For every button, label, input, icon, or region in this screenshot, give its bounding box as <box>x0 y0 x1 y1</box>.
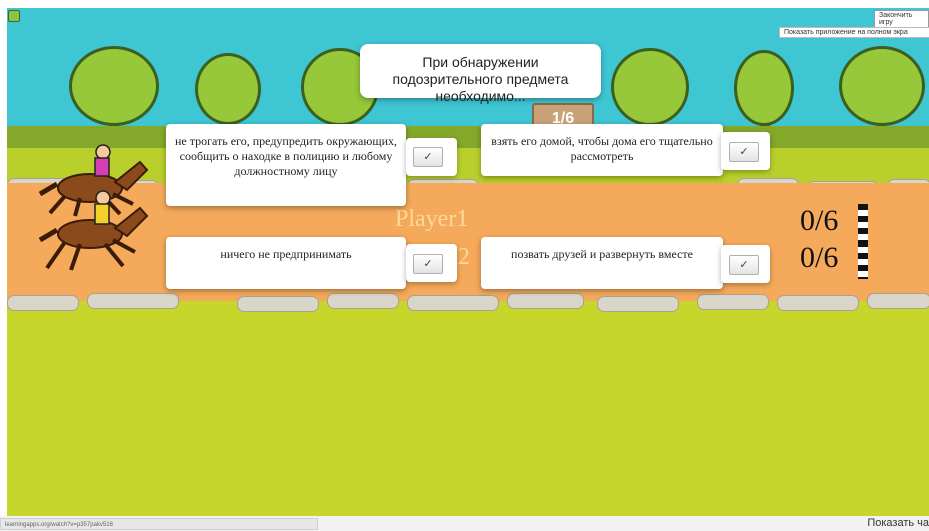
answer-card[interactable]: взять его домой, чтобы дома его тщательн… <box>481 124 723 176</box>
app-icon <box>8 10 20 22</box>
horse-rider-icon <box>38 144 149 217</box>
answer-card[interactable]: позвать друзей и развернуть вместе <box>481 237 723 289</box>
status-url: learningapps.org/watch?v=p357pakv516 <box>0 518 318 530</box>
finish-flag-icon <box>858 241 868 279</box>
stone-row-bottom <box>7 291 929 313</box>
answer-card[interactable]: ничего не предпринимать <box>166 237 406 289</box>
answer-check-button[interactable]: ✓ <box>413 254 443 274</box>
question-card: При обнаружении подозрительного предмета… <box>360 44 601 104</box>
end-game-button[interactable]: Закончить игру <box>874 10 929 28</box>
answer-card[interactable]: не трогать его, предупредить окружающих,… <box>166 124 406 206</box>
fullscreen-button[interactable]: Показать приложение на полном экра <box>779 27 929 38</box>
race-track <box>7 183 929 301</box>
game-stage: Player1 Игрок2 0/6 0/6 1/6 При обнаружен… <box>7 8 929 516</box>
player1-score: 0/6 <box>800 204 839 237</box>
show-chat-link[interactable]: Показать ча <box>867 517 929 529</box>
answer-check-button[interactable]: ✓ <box>729 142 759 162</box>
answer-check-button[interactable]: ✓ <box>413 147 443 167</box>
horse-rider-icon <box>38 190 149 271</box>
finish-flag-icon <box>858 204 868 242</box>
answer-check-button[interactable]: ✓ <box>729 255 759 275</box>
player2-score: 0/6 <box>800 241 839 274</box>
player1-label: Player1 <box>395 206 469 232</box>
